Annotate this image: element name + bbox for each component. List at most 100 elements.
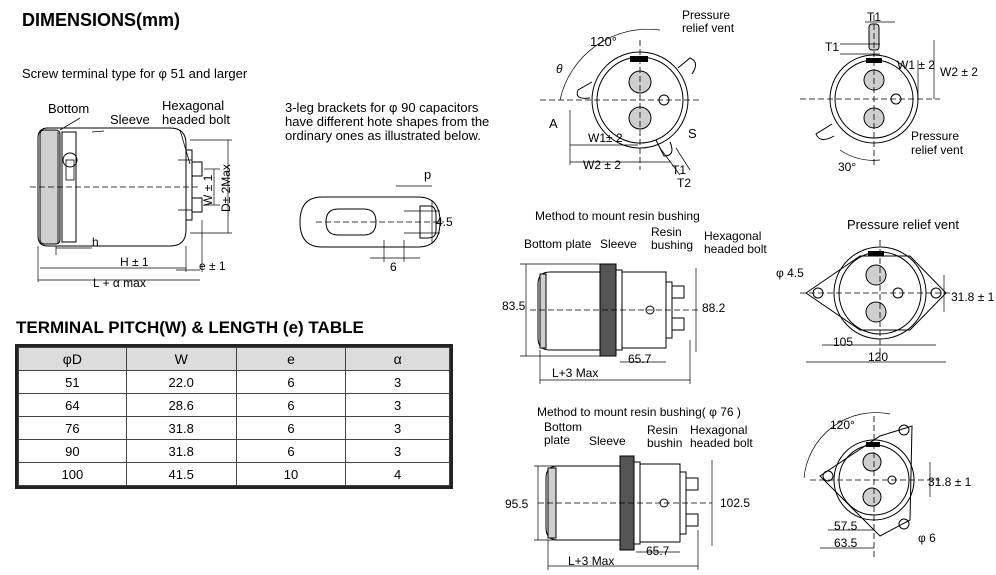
table-row: 100 41.5 10 4	[18, 462, 450, 486]
label-sleeve: Sleeve	[110, 112, 150, 127]
r76-hex-1: Hexagonal	[690, 423, 748, 437]
resin-resin-1: Resin	[651, 225, 682, 239]
bracket-caption: 3-leg brackets for φ 90 capacitors have …	[285, 101, 489, 143]
cell: 3	[345, 393, 450, 417]
bracket-hole-sketch	[299, 185, 444, 262]
tl-w2: W2 ± 2	[583, 158, 621, 172]
resin-l: L+3 Max	[552, 366, 599, 380]
label-e-dim: e ± 1	[199, 259, 226, 273]
tl-w1: W1± 2	[588, 131, 623, 145]
tl-t2: T2	[677, 176, 692, 190]
r76-resin-1: Resin	[647, 423, 678, 437]
rtv-105: 105	[833, 335, 854, 349]
tl-pressure-2: relief vent	[682, 21, 735, 35]
pitch-table-heading: TERMINAL PITCH(W) & LENGTH (e) TABLE	[16, 318, 364, 337]
cell: 90	[18, 439, 127, 463]
cell: 31.8	[125, 416, 237, 440]
cell: 22.0	[125, 370, 237, 394]
resin76-side-view	[534, 455, 713, 570]
r76-955: 95.5	[505, 497, 529, 511]
tl-theta: θ	[556, 62, 563, 76]
header-e: e	[235, 347, 347, 371]
cell: 10	[235, 462, 347, 486]
r76-resin-2: bushin	[647, 436, 683, 450]
label-h: h	[92, 235, 99, 249]
header-w: W	[125, 347, 237, 371]
cell: 28.6	[125, 393, 237, 417]
screw-caption: Screw terminal type for φ 51 and larger	[22, 66, 248, 81]
r76-sleeve: Sleeve	[589, 434, 626, 448]
tl-a: A	[549, 116, 558, 131]
cell: 6	[235, 439, 347, 463]
table-header-row: φD W e α	[18, 347, 450, 371]
tr-angle: 30°	[838, 160, 857, 174]
r76-bottom-1: Bottom	[544, 420, 583, 434]
cell: 76	[18, 416, 127, 440]
resin-bushing-side-view	[520, 263, 700, 384]
cell: 51	[18, 370, 127, 394]
tr-w1: W1 ± 2	[897, 58, 935, 72]
cell: 6	[235, 416, 347, 440]
screw-terminal-side-view	[30, 117, 232, 282]
resin-hex-2: headed bolt	[704, 242, 767, 256]
resin-sleeve: Sleeve	[600, 237, 637, 251]
r76t-318: 31.8 ± 1	[928, 475, 972, 489]
top-left-end-view	[540, 28, 700, 176]
rtv-pressure: Pressure relief vent	[847, 217, 959, 232]
resin-hex-1: Hexagonal	[704, 229, 762, 243]
tr-t1-top: T1	[867, 10, 882, 24]
resin76-top-view	[803, 412, 940, 560]
top-right-end-view	[800, 15, 940, 165]
r76-l: L+3 Max	[568, 554, 615, 568]
cell: 3	[345, 370, 450, 394]
bracket-45: 4.5	[436, 215, 453, 229]
table-row: 64 28.6 6 3	[18, 393, 450, 417]
resin-bottom-plate: Bottom plate	[524, 237, 592, 251]
label-w: W ± 1	[201, 174, 215, 206]
resin-resin-2: bushing	[651, 238, 694, 252]
resin-835: 83.5	[502, 299, 526, 313]
r76t-575: 57.5	[834, 519, 858, 533]
tr-pressure-2: relief vent	[911, 143, 964, 157]
cell: 41.5	[125, 462, 237, 486]
cell: 6	[235, 393, 347, 417]
table-row: 76 31.8 6 3	[18, 416, 450, 440]
cell: 31.8	[125, 439, 237, 463]
bracket-caption-line-1: 3-leg brackets for φ 90 capacitors	[285, 100, 479, 115]
label-bottom: Bottom	[48, 101, 90, 116]
tr-t1-left: T1	[825, 40, 840, 54]
resin-882: 88.2	[702, 301, 726, 315]
cell: 64	[18, 393, 127, 417]
r76t-angle: 120°	[830, 418, 855, 432]
r76t-phi6: φ 6	[918, 531, 936, 545]
r76-bottom-2: plate	[544, 433, 571, 447]
cell: 4	[345, 462, 450, 486]
label-l-dim: L + α max	[93, 276, 146, 290]
dimensions-heading: DIMENSIONS(mm)	[22, 10, 181, 30]
bracket-6: 6	[390, 260, 397, 274]
cell: 3	[345, 416, 450, 440]
resin-657: 65.7	[628, 352, 652, 366]
resin-title: Method to mount resin bushing	[535, 209, 700, 223]
tl-angle: 120°	[590, 34, 617, 49]
cell: 6	[235, 370, 347, 394]
bracket-caption-line-3: ordinary ones as illustrated below.	[285, 128, 481, 143]
pitch-table: φD W e α 51 22.0 6 3 64 28.6 6 3 76 31.8…	[15, 344, 453, 489]
cell: 3	[345, 439, 450, 463]
r76-title: Method to mount resin bushing( φ 76 )	[537, 405, 741, 419]
tr-pressure-1: Pressure	[911, 129, 960, 143]
header-phi-d: φD	[18, 347, 127, 371]
tl-t1: T1	[672, 163, 687, 177]
bracket-p: p	[424, 167, 432, 182]
label-hex-2: headed bolt	[162, 112, 230, 127]
rtv-318: 31.8 ± 1	[951, 290, 995, 304]
label-h-dim: H ± 1	[120, 255, 149, 269]
label-hex-1: Hexagonal	[162, 98, 225, 113]
cell: 100	[18, 462, 127, 486]
tr-w2: W2 ± 2	[940, 65, 978, 79]
tl-pressure-1: Pressure	[682, 8, 731, 22]
bracket-caption-line-2: have different hote shapes from the	[285, 114, 490, 129]
r76-657: 65.7	[646, 544, 670, 558]
header-alpha: α	[345, 347, 450, 371]
